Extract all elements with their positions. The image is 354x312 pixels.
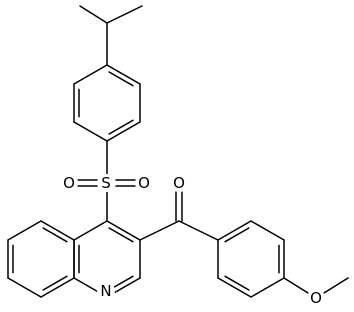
- bond-line-27: [73, 220, 108, 241]
- atom-oxygen-sulfonyl-right: O: [135, 174, 153, 192]
- atom-oxygen-methoxy: O: [307, 289, 325, 307]
- atom-oxygen-sulfonyl-left-label: O: [63, 174, 75, 192]
- atom-label-layer: N S O O O O: [60, 174, 325, 307]
- atom-nitrogen-label: N: [100, 282, 111, 300]
- bond-line-34: [7, 220, 42, 241]
- bond-line-7: [106, 121, 141, 142]
- bond-layer: [7, 5, 349, 298]
- atom-nitrogen: N: [97, 282, 115, 300]
- bond-line-30: [42, 275, 68, 291]
- bond-line-31: [7, 277, 42, 298]
- bond-line-48: [224, 275, 250, 291]
- atom-nitrogen-mask: [97, 282, 115, 300]
- bond-line-42: [224, 227, 250, 243]
- bond-line-51: [323, 277, 349, 294]
- bond-line-9: [73, 121, 108, 142]
- atom-oxygen-methoxy-label: O: [310, 289, 322, 307]
- bond-line-46: [250, 277, 285, 298]
- atom-oxygen-sulfonyl-left: O: [60, 174, 78, 192]
- atom-oxygen-carbonyl: O: [170, 174, 188, 192]
- bond-line-40: [178, 220, 219, 241]
- atom-sulfur-label: S: [101, 174, 111, 192]
- bond-line-20: [108, 227, 134, 243]
- atom-oxygen-carbonyl-label: O: [173, 174, 185, 192]
- bond-line-8: [108, 119, 134, 135]
- bond-line-37: [139, 220, 180, 241]
- bond-line-1: [79, 5, 108, 24]
- atom-oxygen-carbonyl-mask: [170, 174, 188, 192]
- bond-line-2: [106, 5, 143, 24]
- bond-line-29: [40, 277, 75, 298]
- atom-oxygen-methoxy-mask: [307, 289, 325, 307]
- atom-oxygen-sulfonyl-right-label: O: [138, 174, 150, 192]
- bond-line-50: [283, 277, 309, 294]
- bond-line-43: [250, 220, 285, 241]
- atom-oxygen-sulfonyl-left-mask: [60, 174, 78, 192]
- bond-line-41: [217, 220, 252, 241]
- atom-oxygen-sulfonyl-right-mask: [135, 174, 153, 192]
- atom-sulfur: S: [97, 174, 115, 192]
- atom-sulfur-mask: [97, 174, 115, 192]
- bond-line-35: [40, 220, 75, 241]
- bond-line-47: [217, 277, 252, 298]
- bond-line-19: [106, 220, 141, 241]
- bond-line-36: [42, 227, 68, 243]
- bond-line-12: [73, 64, 108, 85]
- bond-line-4: [106, 64, 141, 85]
- bond-line-5: [108, 71, 134, 87]
